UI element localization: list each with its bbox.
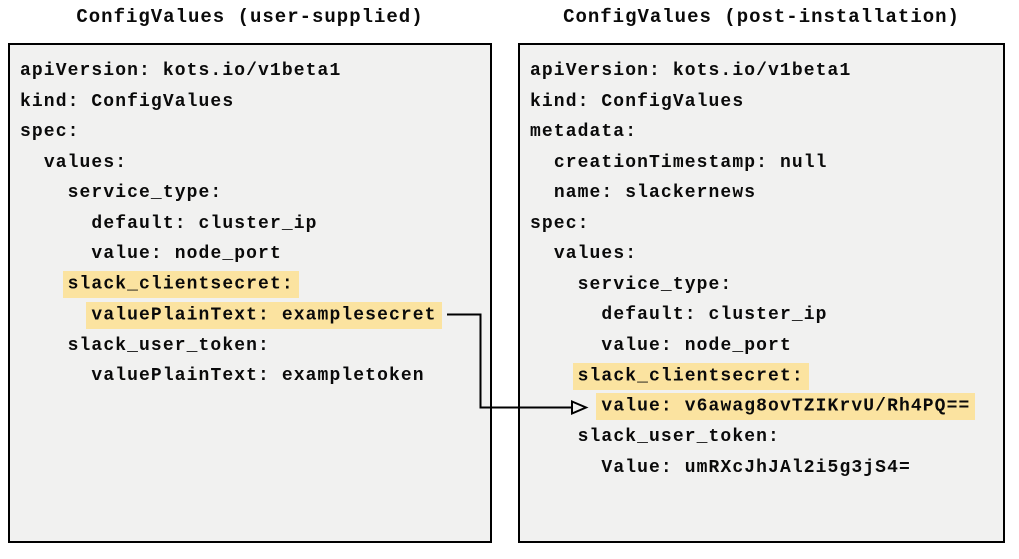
- code-line: slack_clientsecret:: [530, 361, 1003, 392]
- code-text: apiVersion: kots.io/v1beta1: [20, 61, 342, 81]
- code-indent: [20, 336, 68, 356]
- code-indent: [20, 275, 68, 295]
- code-line: spec:: [530, 209, 1003, 240]
- code-text: service_type:: [67, 183, 223, 203]
- code-line: valuePlainText: exampletoken: [20, 361, 490, 392]
- code-text: default: cluster_ip: [91, 213, 318, 234]
- code-line: name: slackernews: [530, 178, 1003, 209]
- right-panel-title: ConfigValues (post-installation): [563, 6, 960, 28]
- code-line: value: node_port: [530, 331, 1003, 362]
- code-text: kind: ConfigValues: [530, 91, 745, 112]
- code-indent: [530, 275, 578, 295]
- code-text: value: node_port: [91, 244, 282, 264]
- code-indent: [530, 183, 554, 203]
- code-line: values:: [20, 148, 490, 179]
- code-indent: [530, 153, 554, 173]
- code-indent: [530, 244, 554, 264]
- left-panel-title: ConfigValues (user-supplied): [76, 6, 424, 28]
- code-text: creationTimestamp: null: [553, 152, 828, 173]
- config-values-user-supplied-panel: apiVersion: kots.io/v1beta1 kind: ConfigV…: [8, 43, 492, 543]
- code-line: Value: umRXcJhJAl2i5g3jS4=: [530, 453, 1003, 484]
- code-line: default: cluster_ip: [20, 209, 490, 240]
- code-indent: [20, 214, 91, 234]
- code-text: service_type:: [577, 274, 733, 295]
- code-line: value: node_port: [20, 239, 490, 270]
- code-line: creationTimestamp: null: [530, 148, 1003, 179]
- code-indent: [20, 366, 91, 386]
- config-values-post-installation-panel: apiVersion: kots.io/v1beta1 kind: ConfigV…: [518, 43, 1005, 543]
- code-text: default: cluster_ip: [601, 305, 828, 325]
- code-line: values:: [530, 239, 1003, 270]
- code-line: apiVersion: kots.io/v1beta1: [20, 56, 490, 87]
- code-indent: [20, 244, 91, 264]
- code-text: apiVersion: kots.io/v1beta1: [530, 61, 852, 81]
- code-text: name: slackernews: [553, 183, 757, 203]
- code-line: kind: ConfigValues: [20, 87, 490, 118]
- code-line: kind: ConfigValues: [530, 87, 1003, 118]
- code-text: spec:: [20, 122, 80, 142]
- code-indent: [530, 366, 578, 386]
- code-line: slack_user_token:: [20, 331, 490, 362]
- code-line: spec:: [20, 117, 490, 148]
- code-line: apiVersion: kots.io/v1beta1: [530, 56, 1003, 87]
- code-text: slack_user_token:: [577, 427, 780, 447]
- code-text: metadata:: [530, 122, 638, 142]
- code-indent: [20, 183, 68, 203]
- code-text: spec:: [530, 213, 590, 234]
- code-indent: [20, 153, 44, 173]
- code-indent: [20, 305, 91, 325]
- code-indent: [530, 458, 601, 478]
- code-text: Value: umRXcJhJAl2i5g3jS4=: [601, 457, 911, 478]
- code-text: kind: ConfigValues: [20, 91, 235, 112]
- code-indent: [530, 427, 578, 447]
- code-text-highlighted: valuePlainText: examplesecret: [86, 301, 442, 329]
- code-text-highlighted: value: v6awag8ovTZIKrvU/Rh4PQ==: [596, 393, 976, 420]
- code-line: metadata:: [530, 117, 1003, 148]
- code-text: slack_user_token:: [67, 335, 270, 356]
- code-line: service_type:: [20, 178, 490, 209]
- code-text: value: node_port: [601, 335, 792, 356]
- code-line: valuePlainText: examplesecret: [20, 300, 490, 331]
- code-line: slack_clientsecret:: [20, 270, 490, 301]
- code-line: default: cluster_ip: [530, 300, 1003, 331]
- code-text-highlighted: slack_clientsecret:: [572, 362, 809, 390]
- code-text: valuePlainText: exampletoken: [91, 366, 425, 386]
- code-text: values:: [43, 152, 128, 173]
- code-indent: [530, 305, 601, 325]
- code-line: slack_user_token:: [530, 422, 1003, 453]
- code-text-highlighted: slack_clientsecret:: [62, 271, 299, 298]
- code-text: values:: [553, 244, 638, 264]
- code-indent: [530, 336, 601, 356]
- code-line: value: v6awag8ovTZIKrvU/Rh4PQ==: [530, 392, 1003, 423]
- code-indent: [530, 397, 601, 417]
- code-line: service_type:: [530, 270, 1003, 301]
